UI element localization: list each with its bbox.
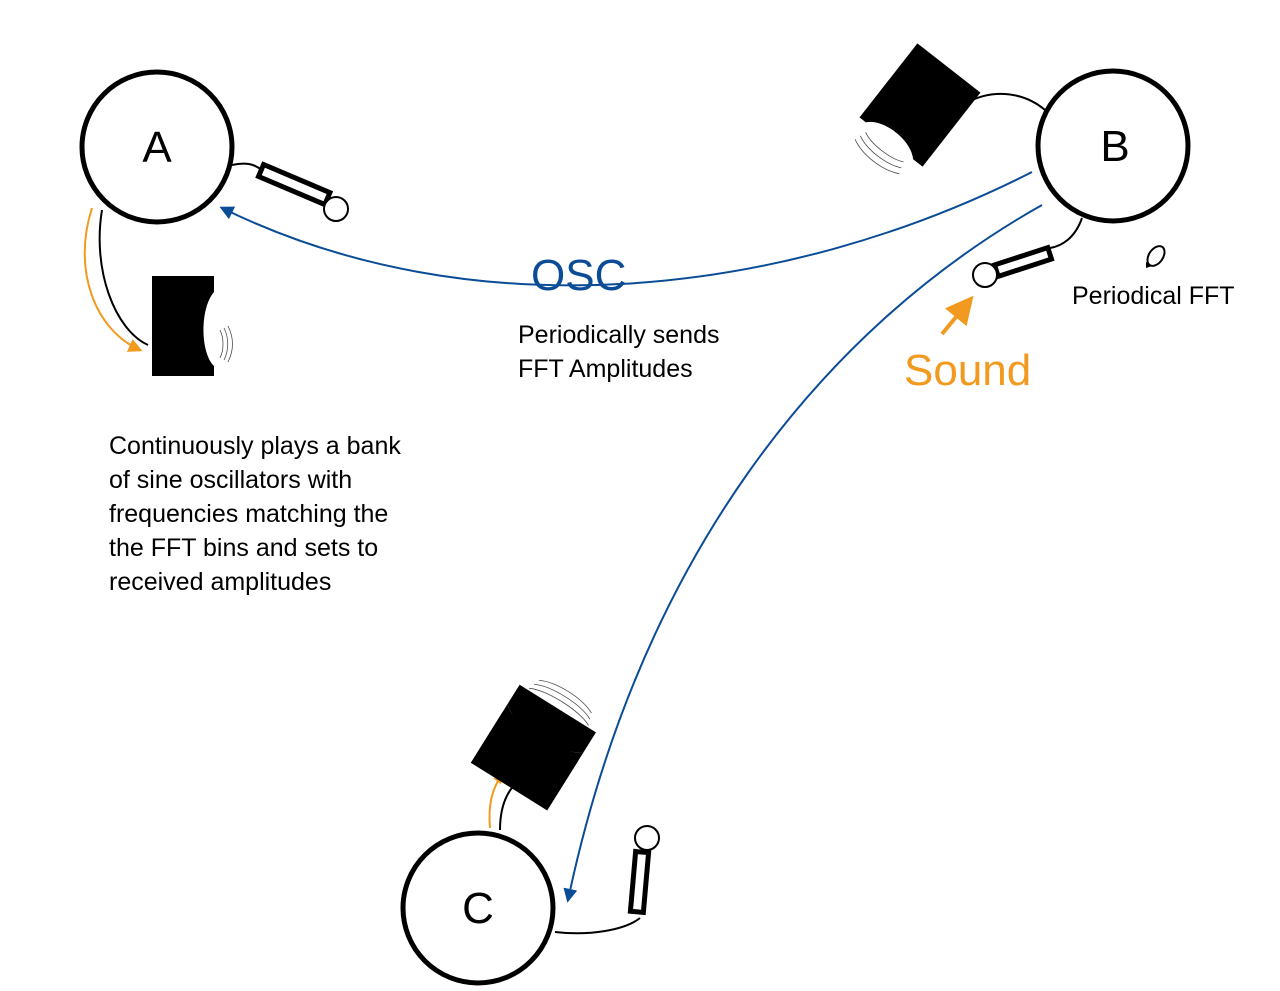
osc-edge-b-to-a bbox=[219, 171, 1033, 287]
node-c-microphone-icon bbox=[627, 825, 660, 916]
node-c-mic-cable bbox=[554, 917, 641, 935]
node-b-microphone-icon bbox=[972, 244, 1055, 288]
node-c-speaker-icon bbox=[470, 679, 596, 811]
node-b-mic-cable bbox=[1049, 217, 1083, 249]
node-a-description-line: frequencies matching the bbox=[109, 500, 388, 528]
osc-description-line-1: Periodically sends bbox=[518, 321, 720, 349]
node-b-speaker-cable bbox=[967, 92, 1046, 111]
node-a-audio-arrow bbox=[83, 207, 143, 352]
osc-edge-b-to-c bbox=[563, 204, 1043, 903]
node-b-speaker-icon bbox=[854, 43, 981, 175]
node-b-label: B bbox=[1100, 122, 1129, 171]
node-a-description-line: Continuously plays a bank bbox=[109, 432, 401, 460]
node-c-group: C bbox=[400, 679, 660, 986]
node-a-description-line: of sine oscillators with bbox=[109, 466, 352, 494]
node-c-circle bbox=[400, 830, 556, 986]
node-a-description-line: received amplitudes bbox=[109, 568, 331, 596]
node-a-label: A bbox=[142, 123, 172, 172]
node-b-group: B Periodical FFT bbox=[854, 43, 1235, 310]
sound-label: Sound bbox=[904, 346, 1031, 395]
node-a-description-line: the FFT bins and sets to bbox=[109, 534, 378, 562]
sound-arrow bbox=[940, 295, 974, 336]
node-b-circle bbox=[1035, 68, 1191, 224]
fft-cycle-icon bbox=[1146, 245, 1166, 268]
node-a-microphone-icon bbox=[255, 161, 349, 222]
node-a-circle bbox=[79, 69, 235, 225]
node-a-description: Continuously plays a bank of sine oscill… bbox=[109, 432, 401, 596]
osc-description-line-2: FFT Amplitudes bbox=[518, 355, 693, 383]
node-a-speaker-cable bbox=[98, 209, 149, 346]
node-c-label: C bbox=[462, 884, 494, 933]
node-a-group: A bbox=[79, 69, 349, 376]
node-a-speaker-icon bbox=[152, 276, 233, 376]
osc-label: OSC bbox=[531, 251, 626, 300]
node-b-description: Periodical FFT bbox=[1072, 282, 1235, 310]
